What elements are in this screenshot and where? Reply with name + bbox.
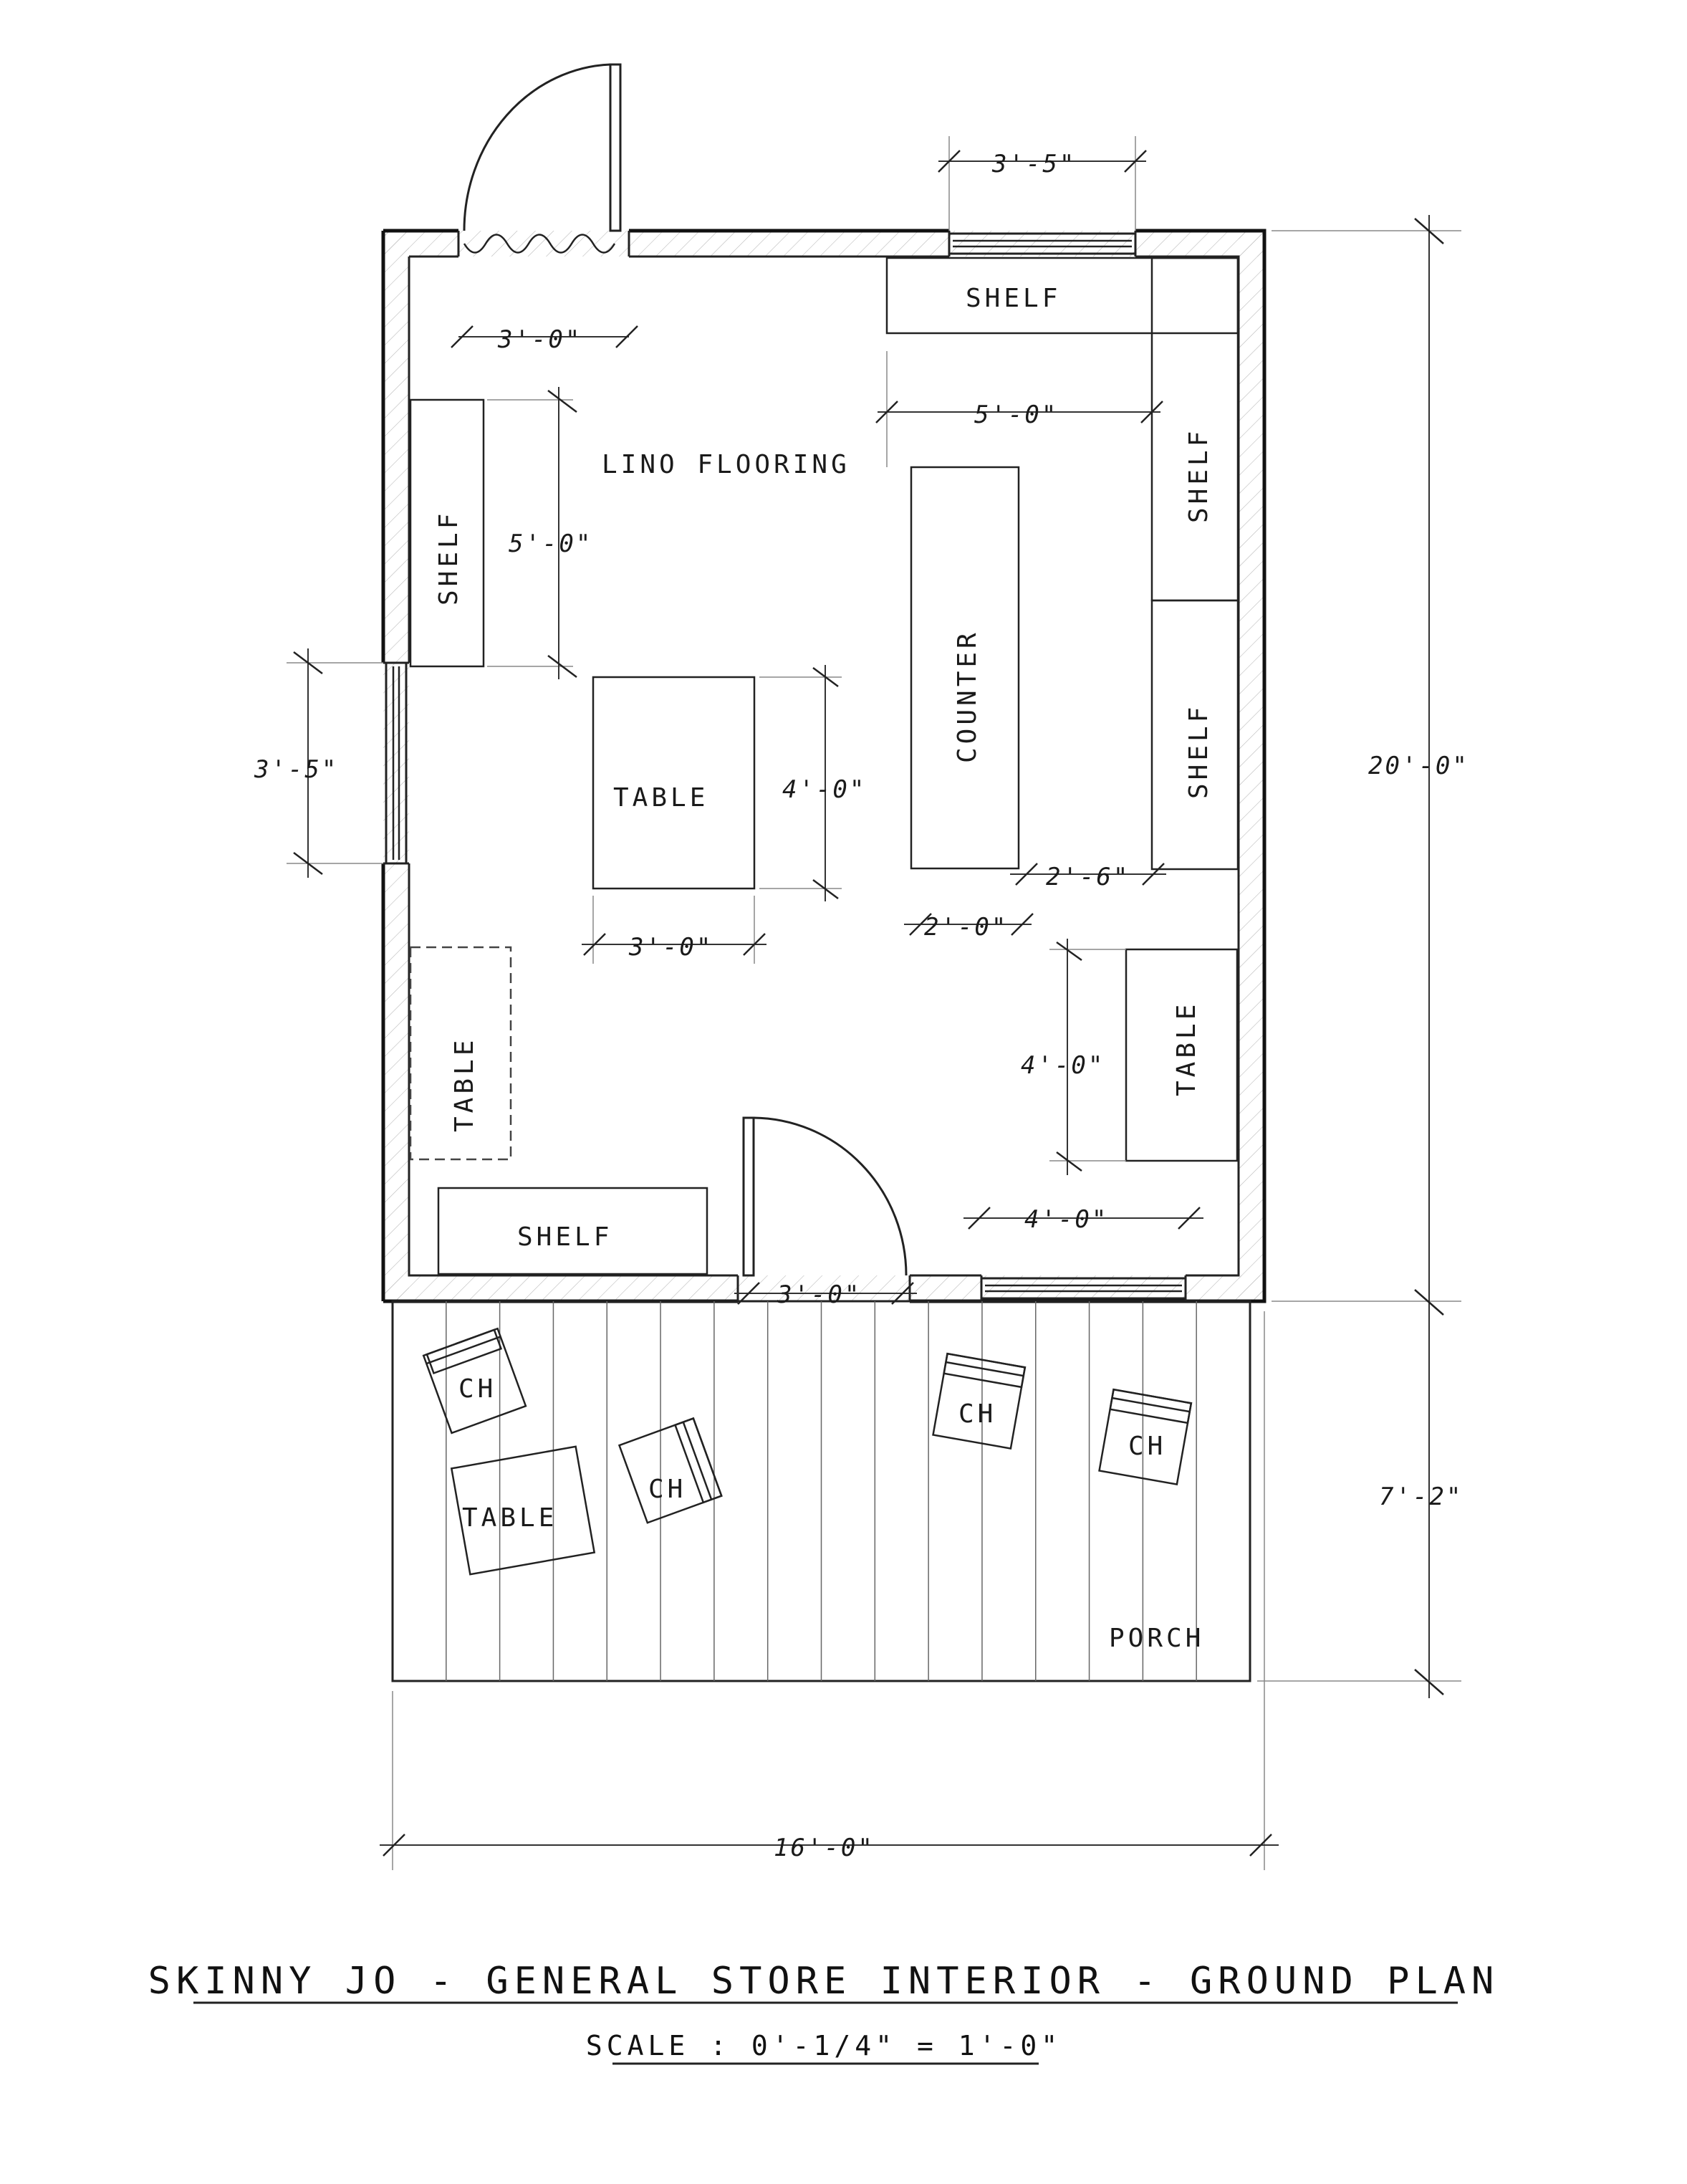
- counter: [910, 466, 1020, 870]
- table-center: [592, 676, 756, 890]
- dim-counter-offset: 5'-0": [974, 401, 1058, 429]
- dimension-lines: [287, 136, 1461, 1870]
- window-top: [948, 232, 1137, 255]
- window-bottom: [980, 1277, 1187, 1300]
- dim-counter-gap: 2'-6": [1046, 863, 1130, 891]
- porch-deck: [391, 1300, 1251, 1682]
- table-porch: [450, 1445, 596, 1576]
- shelf-bottom: [437, 1187, 708, 1275]
- chair-2-label: CH: [648, 1475, 686, 1504]
- shelf-top: [885, 257, 1239, 335]
- dim-counter-width: 2'-0": [924, 913, 1008, 942]
- building-walls: [381, 229, 1267, 1303]
- dim-overall-height: 20'-0": [1368, 752, 1469, 780]
- dim-window-bottom: 4'-0": [1024, 1205, 1108, 1234]
- room-labels: LINO FLOORING PORCH: [602, 450, 1204, 1653]
- door-top: [463, 63, 622, 254]
- shelf-right-lower: [1150, 599, 1239, 871]
- shelf-bottom-label: SHELF: [517, 1222, 612, 1252]
- plan-scale: SCALE : 0'-1/4" = 1'-0": [586, 2030, 1062, 2061]
- dim-table-right: 4'-0": [1021, 1051, 1105, 1080]
- title-block: SKINNY JO - GENERAL STORE INTERIOR - GRO…: [148, 1960, 1500, 2065]
- plan-title: SKINNY JO - GENERAL STORE INTERIOR - GRO…: [148, 1960, 1500, 2003]
- shelf-right-upper-label: SHELF: [1184, 428, 1213, 523]
- table-right-label: TABLE: [1172, 1001, 1201, 1096]
- table-left-label: TABLE: [450, 1037, 479, 1132]
- table-center-label: TABLE: [613, 783, 708, 813]
- dim-window-left: 3'-5": [254, 755, 338, 784]
- shelf-left-label: SHELF: [434, 510, 463, 605]
- dim-table-len: 4'-0": [782, 775, 866, 804]
- chair-3-label: CH: [958, 1399, 996, 1429]
- chair-2: [617, 1417, 723, 1524]
- chair-4: [1098, 1388, 1193, 1486]
- table-left: [409, 946, 512, 1161]
- door-bottom: [742, 1116, 908, 1277]
- window-left: [385, 661, 408, 865]
- chair-3: [932, 1352, 1027, 1450]
- dim-porch-depth: 7'-2": [1379, 1483, 1463, 1511]
- shelf-right-lower-label: SHELF: [1184, 704, 1213, 799]
- dim-door-bottom: 3'-0": [777, 1280, 861, 1309]
- shelf-left: [409, 398, 485, 668]
- floor-label: LINO FLOORING: [602, 450, 850, 479]
- dim-overall-width: 16'-0": [774, 1834, 875, 1862]
- porch-label: PORCH: [1109, 1624, 1204, 1653]
- counter-label: COUNTER: [953, 629, 982, 763]
- chair-1-label: CH: [458, 1374, 496, 1404]
- furniture-labels: SHELF SHELF SHELF SHELF COUNTER TABLE TA…: [434, 284, 1213, 1533]
- table-porch-label: TABLE: [462, 1503, 557, 1533]
- dim-window-top: 3'-5": [991, 150, 1076, 178]
- chair-1: [422, 1327, 527, 1435]
- chair-4-label: CH: [1128, 1432, 1166, 1461]
- table-right: [1125, 948, 1239, 1162]
- dim-table-width: 3'-0": [628, 933, 713, 962]
- dim-door-top: 3'-0": [497, 325, 582, 354]
- shelf-top-label: SHELF: [966, 284, 1061, 313]
- dimension-labels: 3'-5" 3'-0" 5'-0" 5'-0" 3'-5" 4'-0" 3'-0…: [254, 150, 1469, 1862]
- dim-shelf-left: 5'-0": [509, 530, 592, 558]
